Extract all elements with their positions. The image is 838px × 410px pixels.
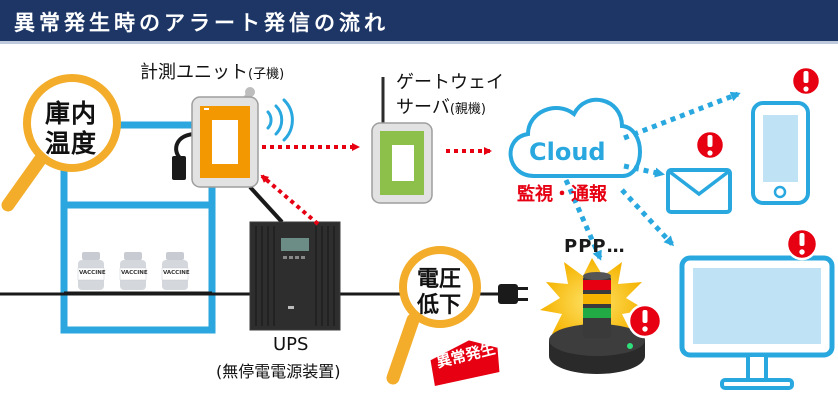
alarm-sound-text: PPP… bbox=[564, 236, 626, 257]
cloud-to-alarm-arrow bbox=[563, 179, 603, 261]
ups-label: UPS bbox=[273, 334, 309, 355]
vaccine-vial bbox=[77, 252, 105, 290]
gateway-unit bbox=[371, 77, 433, 204]
warning-icon bbox=[790, 65, 822, 97]
header-bar: 異常発生時のアラート発信の流れ bbox=[0, 0, 838, 44]
plug-icon bbox=[498, 284, 528, 304]
vaccine-vial bbox=[119, 252, 147, 290]
cloud-to-phone-arrow bbox=[623, 91, 741, 141]
cloud-icon bbox=[508, 97, 642, 178]
magnifier-icon bbox=[1, 74, 121, 212]
warning-icon bbox=[785, 227, 819, 261]
page-title: 異常発生時のアラート発信の流れ bbox=[14, 11, 389, 35]
warning-icon bbox=[627, 303, 663, 339]
cloud-to-monitor-arrow bbox=[620, 188, 675, 247]
cloud-caption: 監視・通報 bbox=[517, 184, 607, 205]
cloud-to-mail-arrow bbox=[623, 163, 665, 178]
gateway-label-line1: ゲートウェイ bbox=[396, 72, 504, 93]
mail-icon bbox=[666, 168, 732, 214]
ups-unit bbox=[249, 221, 341, 331]
vaccine-vial bbox=[161, 252, 189, 290]
vial-label: VACCINE bbox=[79, 270, 106, 276]
monitor-icon bbox=[679, 255, 835, 390]
cloud-label: Cloud bbox=[529, 138, 606, 166]
fridge-magnifier-line2: 温度 bbox=[45, 129, 98, 158]
sensor-unit bbox=[191, 87, 259, 188]
ups-sublabel: (無停電電源装置) bbox=[216, 362, 341, 381]
sensor-label: 計測ユニット(子機) bbox=[140, 62, 285, 83]
voltage-magnifier-line1: 電圧 bbox=[417, 267, 462, 292]
fridge-magnifier-line1: 庫内 bbox=[45, 99, 98, 128]
warning-icon bbox=[694, 129, 726, 161]
vial-label: VACCINE bbox=[163, 270, 190, 276]
voltage-magnifier-line2: 低下 bbox=[417, 293, 462, 318]
ups-to-sensor-arrow bbox=[260, 174, 320, 226]
magnifier-icon bbox=[386, 246, 481, 385]
vial-label: VACCINE bbox=[121, 270, 148, 276]
signal-tower-icon bbox=[549, 272, 645, 374]
error-tag bbox=[430, 340, 500, 386]
wifi-icon bbox=[266, 98, 294, 142]
gateway-label-line2: サーバ(親機) bbox=[396, 97, 486, 118]
smartphone-icon bbox=[751, 101, 810, 205]
